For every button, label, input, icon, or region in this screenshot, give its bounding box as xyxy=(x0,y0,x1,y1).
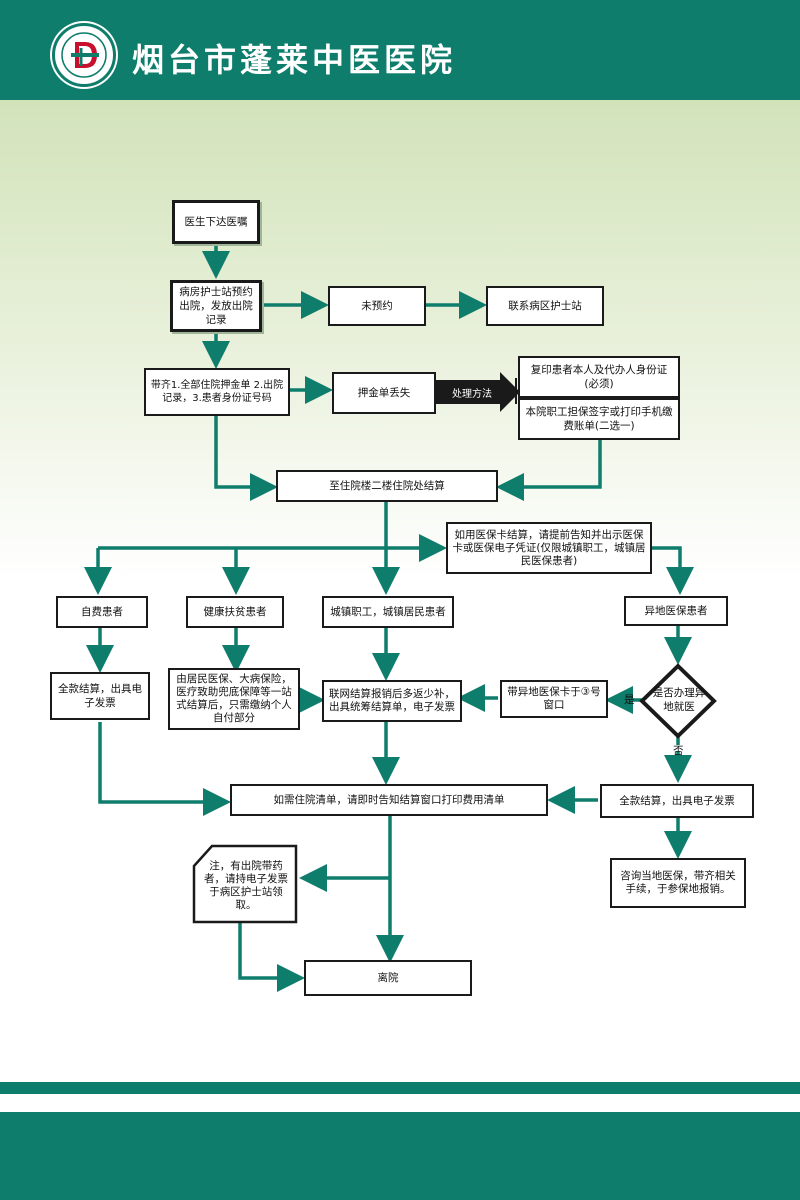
box-poverty-desc: 由居民医保、大病保险，医疗致助兜底保障等一站式结算后，只需缴纳个人自付部分 xyxy=(168,668,300,730)
box-full-settle-offsite: 全款结算，出具电子发票 xyxy=(600,784,754,818)
text-full-settle-offsite: 全款结算，出具电子发票 xyxy=(619,795,735,807)
box-insurance-note: 如用医保卡结算，请提前告知并出示医保卡或医保电子凭证(仅限城镇职工，城镇居民医保… xyxy=(446,522,652,574)
text-contact-nurse: 联系病区护士站 xyxy=(508,300,582,312)
box-print-list: 如需住院清单，请即时告知结算窗口打印费用清单 xyxy=(230,784,548,816)
medicine-note-shape xyxy=(192,844,298,924)
hospital-emblem-icon xyxy=(52,23,116,87)
text-copy-id: 复印患者本人及代办人身份证(必须) xyxy=(530,364,668,390)
box-contact-nurse: 联系病区护士站 xyxy=(486,286,604,326)
text-not-reserved: 未预约 xyxy=(361,300,393,312)
text-decision: 是否办理异地就医 xyxy=(652,687,706,713)
connector-medicine-to-discharge xyxy=(238,922,305,992)
text-go-settle: 至住院楼二楼住院处结算 xyxy=(329,480,445,492)
text-local-reimburse: 咨询当地医保，带齐相关手续，于参保地报销。 xyxy=(620,870,736,895)
box-poverty: 健康扶贫患者 xyxy=(186,596,284,628)
box-deposit-lost: 押金单丢失 xyxy=(332,372,436,414)
text-full-settle-selfpay: 全款结算，出具电子发票 xyxy=(58,683,142,709)
decision-diamond xyxy=(639,663,717,739)
text-nurse-station: 病房护士站预约出院，发放出院记录 xyxy=(179,286,253,326)
footer-stripe xyxy=(0,1082,800,1094)
footer-band xyxy=(0,1112,800,1200)
box-copy-id: 复印患者本人及代办人身份证(必须) xyxy=(518,356,680,398)
box-not-reserved: 未预约 xyxy=(328,286,426,326)
text-self-pay: 自费患者 xyxy=(81,606,123,618)
connector-docs-to-settle xyxy=(214,416,278,501)
method-arrow xyxy=(436,372,520,412)
box-local-reimburse: 咨询当地医保，带齐相关手续，于参保地报销。 xyxy=(610,858,746,908)
text-poverty-desc: 由居民医保、大病保险，医疗致助兜底保障等一站式结算后，只需缴纳个人自付部分 xyxy=(176,673,292,724)
box-nurse-station: 病房护士站预约出院，发放出院记录 xyxy=(170,280,262,332)
text-online-settle: 联网结算报销后多返少补，出具统筹结算单，电子发票 xyxy=(329,688,455,713)
method-label: 处理方法 xyxy=(452,389,492,400)
text-staff-guarantee: 本院职工担保签字或打印手机缴费账单(二选一) xyxy=(525,406,673,432)
box-offsite-card: 带异地医保卡于③号窗口 xyxy=(500,680,608,718)
connector-note-to-offsite xyxy=(652,546,694,595)
text-doctor-order: 医生下达医嘱 xyxy=(184,216,248,228)
box-offsite: 异地医保患者 xyxy=(624,596,728,626)
text-discharge: 离院 xyxy=(377,972,399,984)
text-bring-docs: 带齐1.全部住院押金单 2.出院记录，3.患者身份证号码 xyxy=(150,380,284,404)
text-insurance-note: 如用医保卡结算，请提前告知并出示医保卡或医保电子凭证(仅限城镇职工，城镇居民医保… xyxy=(452,528,646,567)
box-self-pay: 自费患者 xyxy=(56,596,148,628)
box-staff-guarantee: 本院职工担保签字或打印手机缴费账单(二选一) xyxy=(518,398,680,440)
box-bring-docs: 带齐1.全部住院押金单 2.出院记录，3.患者身份证号码 xyxy=(144,368,290,416)
connector-selfpay-to-print xyxy=(98,722,231,816)
text-urban: 城镇职工，城镇居民患者 xyxy=(330,606,446,618)
box-discharge: 离院 xyxy=(304,960,472,996)
text-offsite: 异地医保患者 xyxy=(644,605,708,617)
text-offsite-card: 带异地医保卡于③号窗口 xyxy=(507,686,601,711)
label-yes: 是 xyxy=(624,694,635,706)
text-deposit-lost: 押金单丢失 xyxy=(357,387,411,399)
hospital-name: 烟台市蓬莱中医医院 xyxy=(132,41,457,79)
text-poverty: 健康扶贫患者 xyxy=(203,606,267,618)
box-online-settle: 联网结算报销后多返少补，出具统筹结算单，电子发票 xyxy=(322,680,462,722)
connector-guarantee-to-settle xyxy=(496,440,602,501)
box-urban: 城镇职工，城镇居民患者 xyxy=(322,596,454,628)
text-medicine-note: 注，有出院带药者，请持电子发票于病区护士站领取。 xyxy=(204,860,288,911)
label-no: 否 xyxy=(673,745,684,757)
box-full-settle-selfpay: 全款结算，出具电子发票 xyxy=(50,672,150,720)
header-band xyxy=(0,0,800,100)
box-go-settle: 至住院楼二楼住院处结算 xyxy=(276,470,498,502)
box-doctor-order: 医生下达医嘱 xyxy=(172,200,260,244)
text-print-list: 如需住院清单，请即时告知结算窗口打印费用清单 xyxy=(273,794,505,806)
